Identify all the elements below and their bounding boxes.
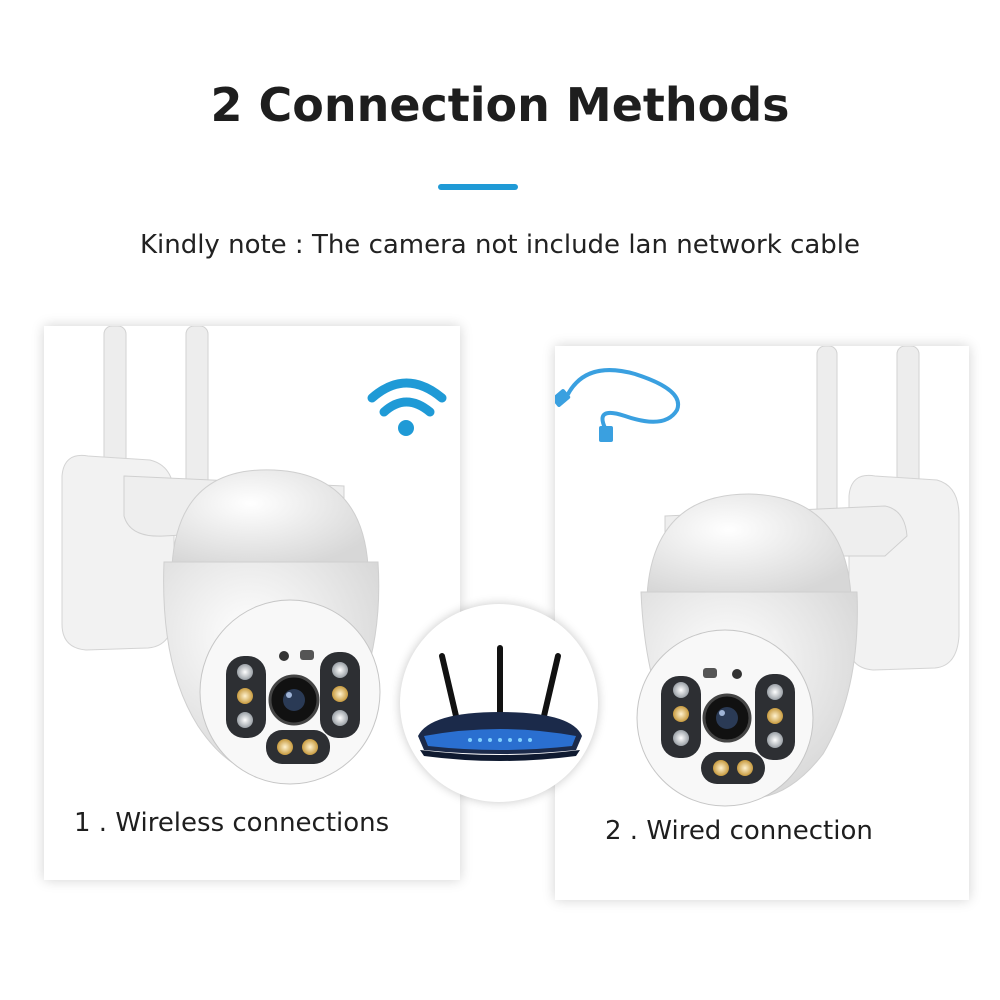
page-title: 2 Connection Methods: [210, 78, 790, 132]
wireless-caption: 1 . Wireless connections: [74, 808, 390, 838]
router-badge: [400, 604, 598, 802]
wireless-camera-illustration: [61, 326, 447, 785]
wifi-icon: [367, 378, 447, 417]
wireless-connection-card: 1 . Wireless connections: [44, 326, 460, 880]
wired-connection-card: 2 . Wired connection: [555, 346, 969, 900]
router-icon: [418, 645, 582, 761]
wired-camera-illustration: [555, 346, 960, 807]
ethernet-cable-icon: [555, 368, 681, 442]
cable-note: Kindly note : The camera not include lan…: [139, 230, 861, 260]
title-underline: [438, 184, 518, 190]
wired-caption: 2 . Wired connection: [605, 816, 873, 846]
